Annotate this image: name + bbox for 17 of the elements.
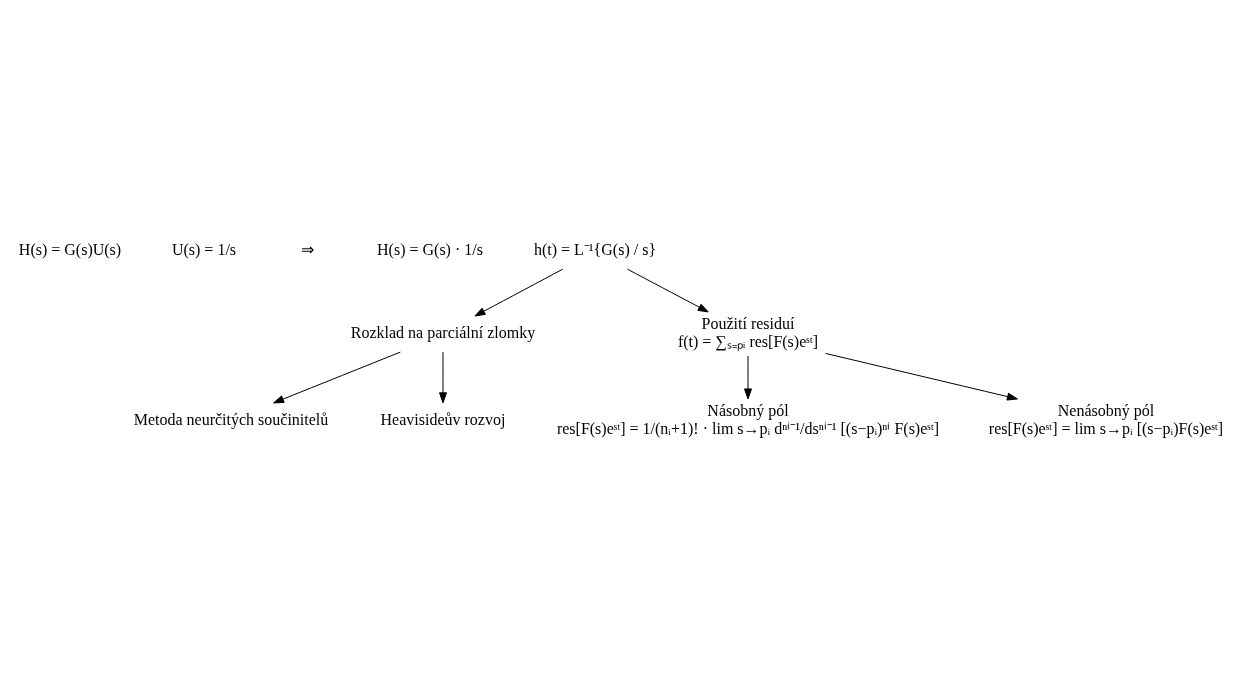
node-text: Heavisideův rozvoj [380, 410, 506, 428]
label: H(s) = G(s)U(s) [18, 240, 122, 258]
label: ⇒ [300, 240, 314, 258]
node-text: Násobný pól res[F(s)eˢᵗ] = 1/(nᵢ+1)! · lim s→pᵢ dⁿⁱ⁻¹/dsⁿⁱ⁻¹ [(s−pᵢ)ⁿⁱ F(s)eˢᵗ] [556, 401, 940, 437]
node-text: Nenásobný pól res[F(s)eˢᵗ] = lim s→pᵢ [(s−pᵢ)F(s)eˢᵗ] [988, 401, 1224, 437]
arrow [626, 268, 709, 312]
arrow [825, 352, 1018, 401]
label: U(s) = 1/s [171, 240, 237, 258]
node-text: Použití residuí f(t) = ∑ₛ₌ₚᵢ res[F(s)eˢᵗ] [677, 314, 819, 350]
label: H(s) = G(s) · 1/s [377, 240, 483, 258]
arrow [474, 268, 564, 316]
arrow [439, 351, 447, 403]
node-text: Rozklad na parciální zlomky [350, 323, 536, 341]
arrow [744, 355, 752, 399]
arrow [273, 351, 401, 403]
node-text: Metoda neurčitých součinitelů [133, 410, 329, 428]
node-text: h(t) = L⁻¹{G(s) / s} [533, 240, 657, 258]
